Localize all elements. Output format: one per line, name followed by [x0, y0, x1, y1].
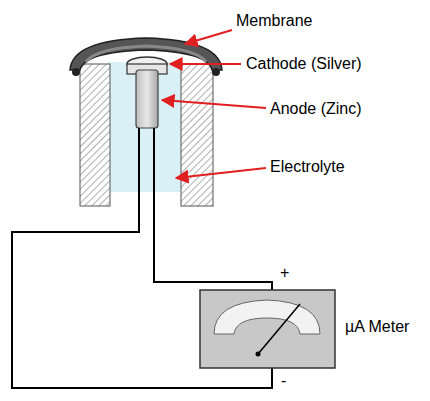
meter-pivot	[256, 352, 261, 357]
meter-needle	[258, 304, 300, 354]
meter-label: µA Meter	[345, 318, 409, 336]
part-label: Electrolyte	[270, 158, 345, 176]
cathode-lead	[153, 128, 155, 192]
part-label: Membrane	[236, 12, 312, 30]
part-label: Cathode (Silver)	[246, 55, 362, 73]
o-ring	[72, 68, 80, 76]
electrolyte	[108, 62, 182, 192]
terminal-sign: +	[280, 264, 289, 282]
sensor-body	[80, 64, 110, 206]
meter-case	[200, 290, 335, 368]
sensor-body	[181, 64, 213, 206]
o-ring	[212, 68, 220, 76]
terminal-sign: -	[281, 372, 286, 390]
anode	[136, 70, 158, 128]
part-label: Anode (Zinc)	[270, 100, 362, 118]
anode-lead	[138, 128, 140, 192]
meter-dial	[214, 300, 320, 334]
leader-arrow	[162, 30, 266, 178]
